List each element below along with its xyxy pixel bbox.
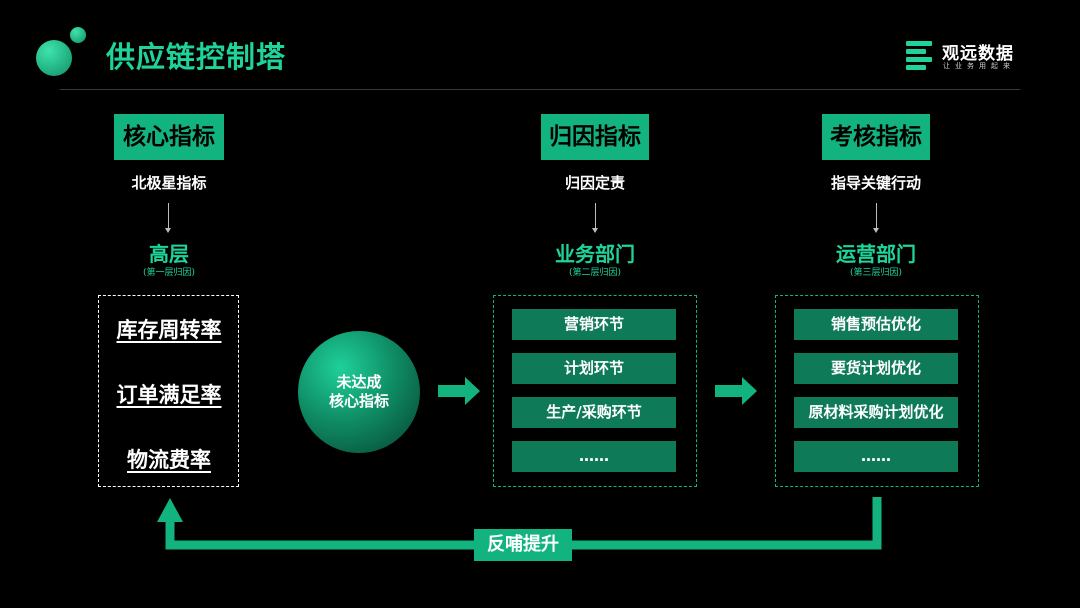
business-item: 营销环节 <box>512 309 676 340</box>
down-arrow-icon <box>165 228 171 233</box>
column-header-assessment: 考核指标 <box>822 114 930 160</box>
page-title: 供应链控制塔 <box>106 40 287 74</box>
down-arrow-line <box>595 203 596 228</box>
decorative-circle-large <box>36 40 72 76</box>
operation-item: 原材料采购计划优化 <box>794 397 958 428</box>
operation-items-box <box>775 295 979 487</box>
level-note-core: (第一层归因) <box>142 268 196 278</box>
level-label-core: 高层 <box>149 242 189 266</box>
brand-logo-icon <box>906 40 936 70</box>
up-arrow-icon <box>157 498 183 522</box>
down-arrow-line <box>876 203 877 228</box>
brand-name: 观远数据 <box>942 44 1014 64</box>
unmet-core-metric-circle: 未达成 核心指标 <box>298 331 420 453</box>
decorative-circle-small <box>70 27 86 43</box>
level-note-attribution: (第二层归因) <box>568 268 622 278</box>
operation-item: …… <box>794 441 958 472</box>
core-metrics-box <box>98 295 239 487</box>
level-label-assessment: 运营部门 <box>836 242 916 266</box>
business-item: 生产/采购环节 <box>512 397 676 428</box>
core-metric-item: 订单满足率 <box>116 383 222 407</box>
business-item: …… <box>512 441 676 472</box>
down-arrow-icon <box>592 228 598 233</box>
column-subtitle-assessment: 指导关键行动 <box>830 174 921 192</box>
business-items-box <box>493 295 697 487</box>
operation-item: 要货计划优化 <box>794 353 958 384</box>
brand-slogan: 让业务用起来 <box>943 62 1015 70</box>
column-subtitle-attribution: 归因定责 <box>564 174 625 192</box>
circle-label-line1: 未达成 <box>336 373 382 391</box>
down-arrow-line <box>168 203 169 228</box>
column-header-attribution: 归因指标 <box>541 114 649 160</box>
level-note-assessment: (第三层归因) <box>849 268 903 278</box>
column-header-core: 核心指标 <box>114 114 224 160</box>
down-arrow-icon <box>873 228 879 233</box>
right-arrow-icon <box>438 377 480 405</box>
business-item: 计划环节 <box>512 353 676 384</box>
column-subtitle-core: 北极星指标 <box>131 174 207 192</box>
feedback-label: 反哺提升 <box>474 529 572 561</box>
core-metric-item: 库存周转率 <box>116 318 222 342</box>
header-divider <box>60 89 1020 90</box>
right-arrow-icon <box>715 377 757 405</box>
level-label-attribution: 业务部门 <box>555 242 635 266</box>
core-metric-item: 物流费率 <box>127 448 211 472</box>
circle-label-line2: 核心指标 <box>328 392 389 410</box>
operation-item: 销售预估优化 <box>794 309 958 340</box>
